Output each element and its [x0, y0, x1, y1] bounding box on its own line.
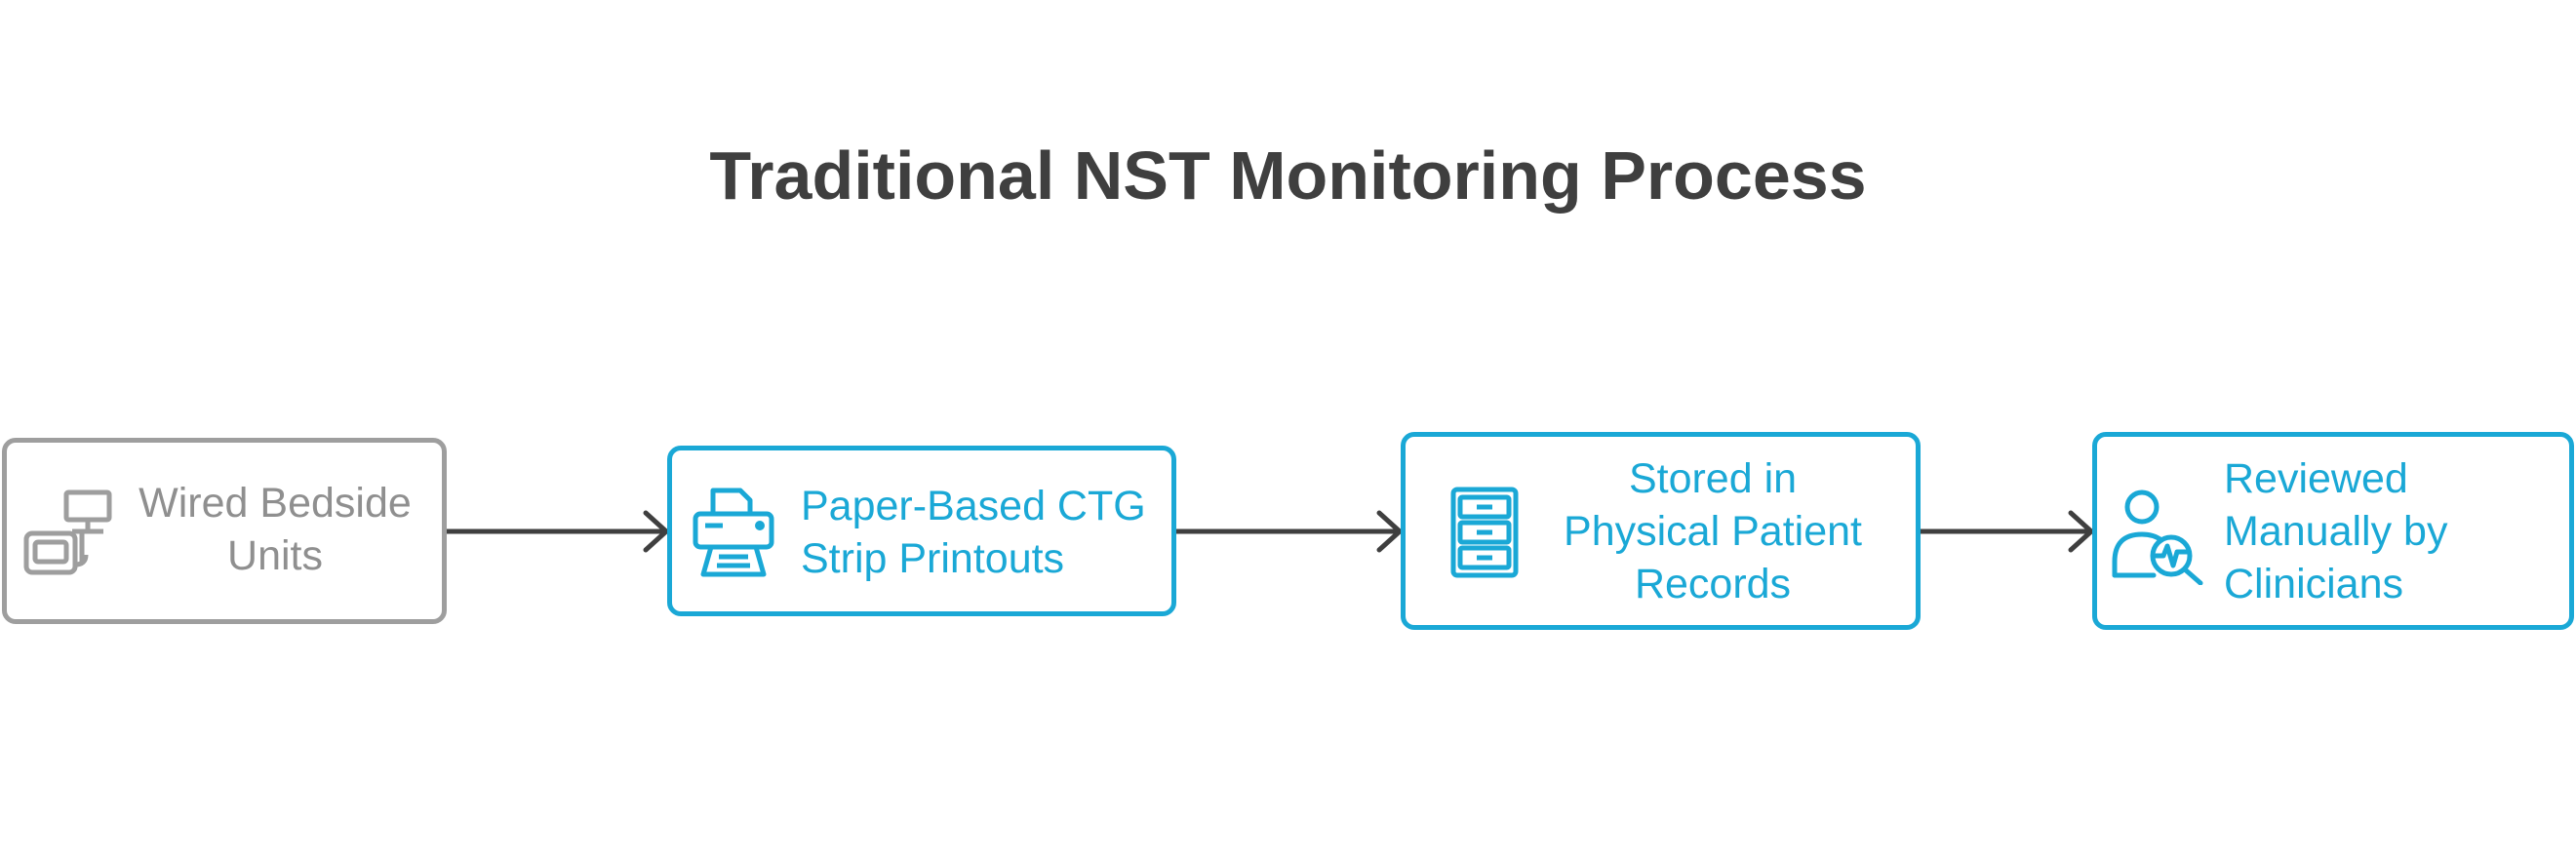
step-physical-records: Stored in Physical Patient Records: [1401, 432, 1921, 630]
step-line: Reviewed: [2224, 455, 2408, 502]
step-line: Physical Patient: [1564, 508, 1862, 555]
step-paper-ctg-printouts: Paper-Based CTG Strip Printouts: [667, 446, 1176, 616]
step-line: Strip Printouts: [801, 535, 1065, 582]
step-wired-bedside-units: Wired Bedside Units: [2, 438, 447, 624]
diagram-title: Traditional NST Monitoring Process: [709, 137, 1867, 214]
step-line: Records: [1634, 561, 1792, 607]
step-label: Wired Bedside Units: [129, 477, 421, 582]
arrow-3-to-4: [1917, 510, 2094, 553]
arrow-2-to-3: [1172, 510, 1403, 553]
step-label: Paper-Based CTG Strip Printouts: [801, 480, 1146, 585]
step-label: Stored in Physical Patient Records: [1552, 452, 1874, 610]
printer-icon: [693, 488, 774, 577]
monitor-device-icon: [23, 489, 112, 575]
step-line: Clinicians: [2224, 561, 2404, 607]
step-line: Units: [227, 532, 323, 579]
step-label: Reviewed Manually by Clinicians: [2224, 452, 2447, 610]
file-cabinet-icon: [1450, 487, 1519, 578]
arrow-1-to-2: [443, 510, 669, 553]
step-line: Paper-Based CTG: [801, 483, 1146, 529]
clinician-review-icon: [2112, 489, 2203, 585]
step-line: Manually by: [2224, 508, 2448, 555]
step-line: Wired Bedside: [139, 480, 412, 527]
step-clinician-review: Reviewed Manually by Clinicians: [2092, 432, 2574, 630]
step-line: Stored in: [1628, 455, 1798, 502]
